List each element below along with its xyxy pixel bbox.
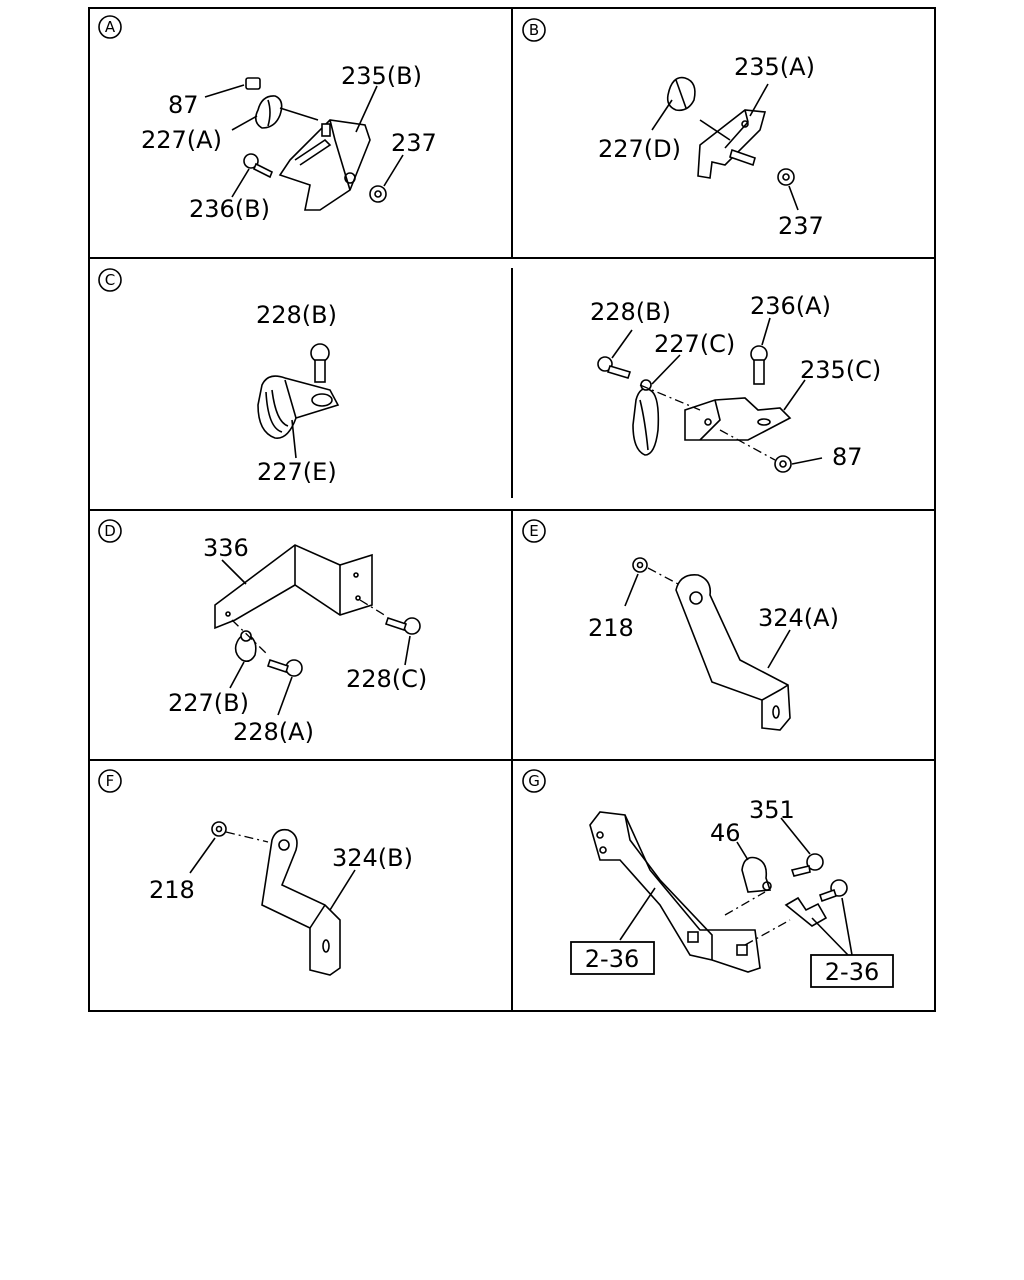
panel-a: A 87: [98, 15, 437, 223]
label-227d: 227(D): [598, 135, 681, 163]
leaders-a: [204, 84, 404, 198]
panel-marker-d: D: [98, 519, 122, 543]
ref-box-2-36-right: 2-36: [810, 954, 894, 988]
label-324a: 324(A): [758, 604, 839, 632]
panel-marker-c-text: C: [105, 271, 115, 289]
panel-marker-b: B: [522, 18, 546, 42]
label-228b-r: 228(B): [590, 298, 671, 326]
label-236b: 236(B): [189, 195, 270, 223]
nut-237-drawing: [369, 185, 387, 203]
bracket-g-drawing: [589, 811, 761, 973]
panel-e: E 218 324(A): [522, 519, 839, 731]
panel-b: B 235(A) 227(D) 237: [522, 18, 824, 240]
panel-marker-f: F: [98, 769, 122, 793]
leaders-f: [189, 837, 356, 911]
clip-46-drawing: [741, 856, 772, 893]
panel-c-right: 228(B) 236(A) 227(C) 235(C) 87: [590, 292, 881, 473]
clip-227d-drawing: [666, 76, 696, 112]
bolt-b-drawing: [729, 148, 756, 167]
leaders-d: [221, 559, 411, 716]
label-236a: 236(A): [750, 292, 831, 320]
nut-237b-drawing: [777, 168, 795, 186]
panel-marker-f-text: F: [106, 772, 115, 790]
panel-marker-e: E: [522, 519, 546, 543]
ref-box-2-36-left: 2-36: [570, 941, 655, 975]
bolt-228a-drawing: [266, 658, 303, 677]
panel-marker-g-text: G: [528, 772, 540, 790]
bolt-236a-drawing: [750, 345, 768, 385]
panel-g: G 351: [522, 769, 894, 988]
bracket-235a-drawing: [697, 109, 767, 179]
bracket-235b-drawing: [278, 119, 371, 211]
ref-label-2-36-right: 2-36: [825, 958, 879, 986]
bolt-228c-drawing: [384, 616, 421, 635]
label-237: 237: [391, 129, 437, 157]
label-235a: 235(A): [734, 53, 815, 81]
label-218-f: 218: [149, 876, 195, 904]
bolt-351-drawing: [790, 853, 824, 877]
panel-marker-g: G: [522, 769, 546, 793]
panel-d: D 336 228(C): [98, 519, 427, 746]
bolt-236b-drawing: [243, 153, 274, 179]
panel-f: F 218 324(B): [98, 769, 413, 976]
leaders-b: [651, 83, 799, 211]
bracket-235c-drawing: [684, 397, 792, 441]
label-351: 351: [749, 796, 795, 824]
panel-c: C 228(B) 227(E): [98, 268, 340, 486]
label-87-r: 87: [832, 443, 863, 471]
bolt-228b-r-drawing: [597, 356, 632, 379]
nut-218-f-drawing: [211, 821, 227, 837]
label-87: 87: [168, 91, 199, 119]
part-2-36-drawing: [784, 879, 848, 927]
panel-marker-a-text: A: [105, 18, 116, 36]
label-227e: 227(E): [257, 458, 337, 486]
label-227a: 227(A): [141, 126, 222, 154]
label-227b: 227(B): [168, 689, 249, 717]
clip-227e-drawing: [257, 375, 340, 439]
label-324b: 324(B): [332, 844, 413, 872]
label-237b: 237: [778, 212, 824, 240]
leaders-c: [291, 419, 297, 459]
nut-87-drawing: [245, 77, 261, 90]
label-228b-c: 228(B): [256, 301, 337, 329]
bolt-228b-drawing: [310, 343, 330, 383]
label-227c: 227(C): [654, 330, 735, 358]
ref-label-2-36-left: 2-36: [585, 945, 639, 973]
panel-marker-c: C: [98, 268, 122, 292]
bracket-324b-drawing: [261, 828, 341, 976]
label-235b: 235(B): [341, 62, 422, 90]
leaders-c-right: [611, 317, 823, 465]
panel-marker-e-text: E: [529, 522, 538, 540]
label-235c: 235(C): [800, 356, 881, 384]
leaders-g: [619, 817, 853, 956]
label-228c: 228(C): [346, 665, 427, 693]
nut-218-e-drawing: [632, 557, 648, 573]
bracket-324a-drawing: [675, 573, 791, 731]
clip-227a-drawing: [254, 95, 319, 129]
label-218-e: 218: [588, 614, 634, 642]
clip-227c-drawing: [632, 379, 660, 456]
bracket-336-drawing: [214, 544, 373, 630]
panel-marker-b-text: B: [529, 21, 539, 39]
label-336: 336: [203, 534, 249, 562]
panel-marker-d-text: D: [104, 522, 116, 540]
panel-marker-a: A: [98, 15, 122, 39]
grid-frame: [88, 7, 936, 1012]
nut-87-r-drawing: [774, 455, 792, 473]
label-228a: 228(A): [233, 718, 314, 746]
label-46: 46: [710, 819, 741, 847]
clip-227b-drawing: [234, 630, 257, 662]
leaders-e: [624, 573, 791, 669]
